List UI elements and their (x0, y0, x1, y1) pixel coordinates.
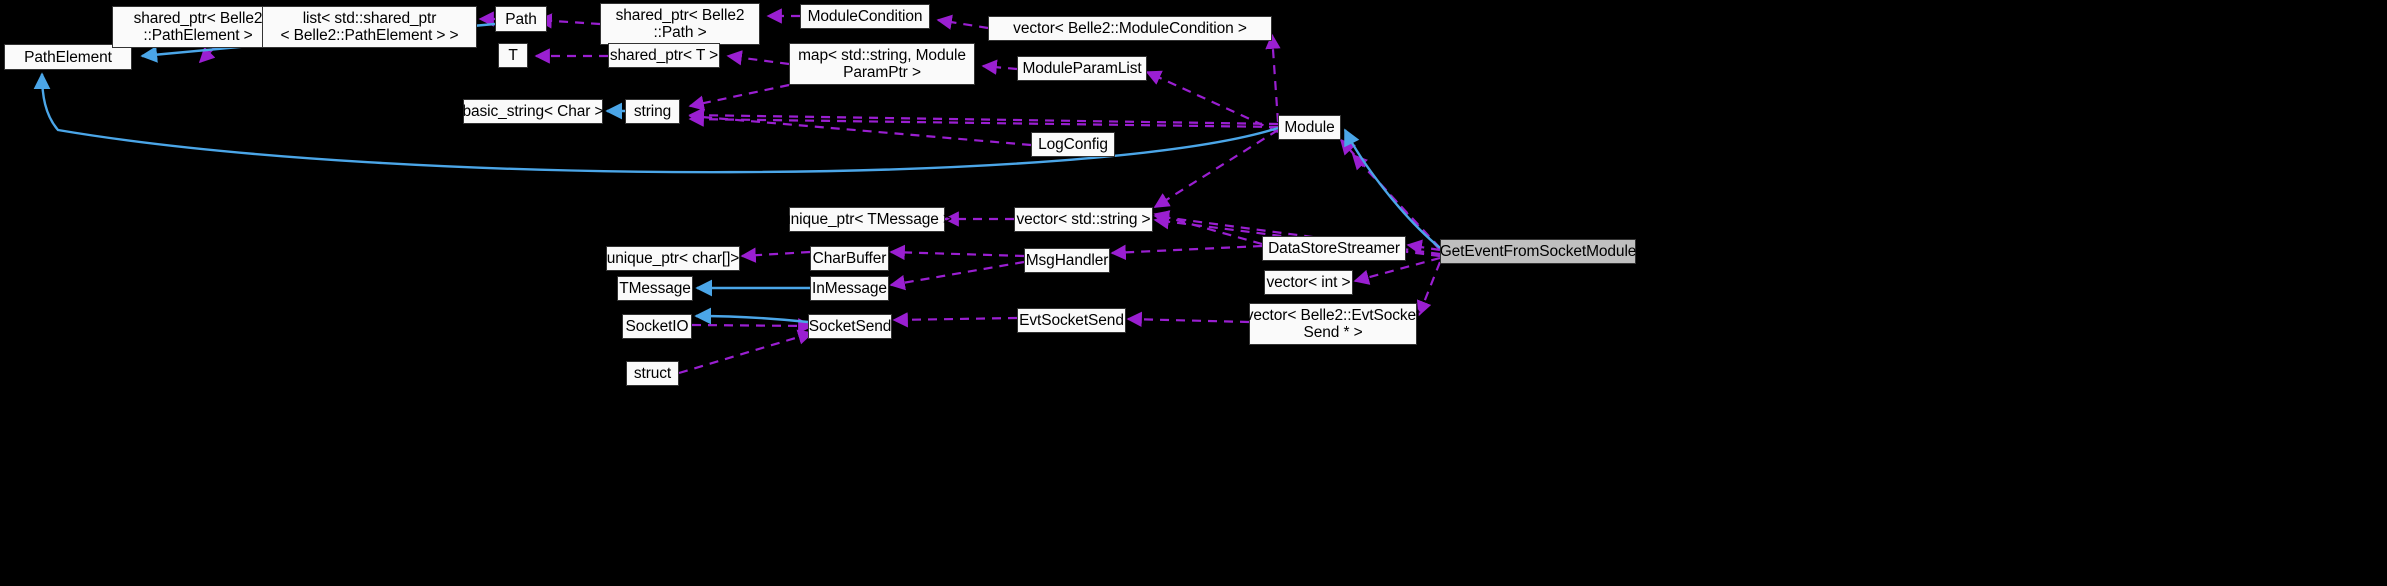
class-node-vector-std-string[interactable]: vector< std::string > (1014, 207, 1153, 232)
class-node-module-condition[interactable]: ModuleCondition (800, 4, 930, 29)
class-node-struct[interactable]: struct (626, 361, 679, 386)
class-node-vector-int[interactable]: vector< int > (1264, 270, 1353, 295)
class-node-module[interactable]: Module (1278, 115, 1341, 140)
inheritance-edges (33, 22, 1441, 325)
class-node-socket-io[interactable]: SocketIO (622, 314, 692, 339)
class-node-vector-module-condition[interactable]: vector< Belle2::ModuleCondition > (988, 16, 1272, 41)
class-node-in-message[interactable]: InMessage (810, 276, 889, 301)
class-node-data-store-streamer[interactable]: DataStoreStreamer (1262, 236, 1406, 261)
class-node-get-event-from-socket[interactable]: GetEventFromSocketModule (1440, 239, 1636, 264)
class-node-unique-ptr-char-array[interactable]: unique_ptr< char[]> (606, 246, 740, 271)
class-node-socket-send[interactable]: SocketSend (808, 314, 892, 339)
class-node-vector-evtsocketsend-ptr[interactable]: vector< Belle2::EvtSocket Send * > (1246, 303, 1420, 345)
class-node-map-string-moduleparamptr[interactable]: map< std::string, Module ParamPtr > (789, 43, 975, 85)
class-node-string[interactable]: string (625, 99, 680, 124)
class-node-msg-handler[interactable]: MsgHandler (1024, 248, 1110, 273)
class-node-evt-socket-send[interactable]: EvtSocketSend (1017, 308, 1126, 333)
class-node-path[interactable]: Path (495, 6, 547, 32)
class-node-path-element[interactable]: PathElement (4, 44, 132, 70)
class-node-module-param-list[interactable]: ModuleParamList (1017, 56, 1147, 81)
class-node-shared-ptr-pathelement[interactable]: shared_ptr< Belle2 ::PathElement > (112, 6, 284, 48)
class-node-list-shared-ptr[interactable]: list< std::shared_ptr < Belle2::PathElem… (262, 6, 477, 48)
class-node-tmessage[interactable]: TMessage (617, 276, 693, 301)
class-node-basic-string-char[interactable]: basic_string< Char > (462, 99, 604, 124)
class-node-shared-ptr-t[interactable]: shared_ptr< T > (608, 43, 720, 68)
class-node-log-config[interactable]: LogConfig (1031, 132, 1115, 157)
class-node-t[interactable]: T (498, 43, 528, 68)
class-node-shared-ptr-path[interactable]: shared_ptr< Belle2 ::Path > (600, 3, 760, 45)
class-node-char-buffer[interactable]: CharBuffer (810, 246, 889, 271)
class-node-unique-ptr-tmessage[interactable]: unique_ptr< TMessage > (782, 207, 952, 232)
